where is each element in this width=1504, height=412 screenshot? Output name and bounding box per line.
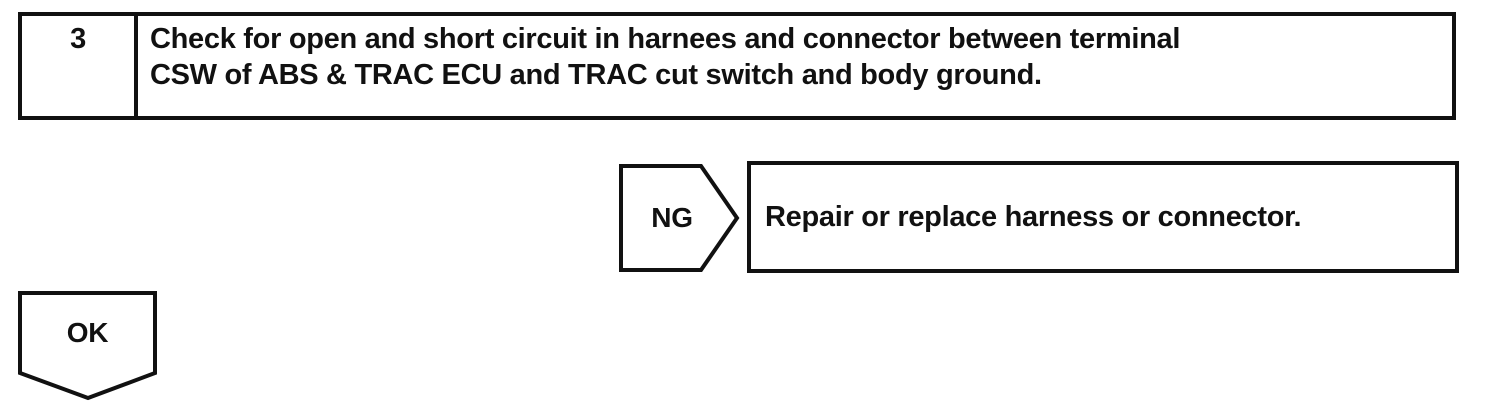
ng-result-box: Repair or replace harness or connector. xyxy=(747,161,1459,273)
ng-label: NG xyxy=(651,202,693,233)
ok-pentagon-icon xyxy=(18,291,157,401)
ok-label: OK xyxy=(66,317,109,348)
step-instruction: Check for open and short circuit in harn… xyxy=(150,23,1181,91)
ng-connector: NG xyxy=(619,164,740,272)
ok-connector: OK xyxy=(18,291,157,401)
ng-pentagon-icon xyxy=(619,164,740,272)
step-number: 3 xyxy=(22,16,138,116)
ng-result-text: Repair or replace harness or connector. xyxy=(765,200,1302,233)
step-box: 3 Check for open and short circuit in ha… xyxy=(18,12,1456,120)
